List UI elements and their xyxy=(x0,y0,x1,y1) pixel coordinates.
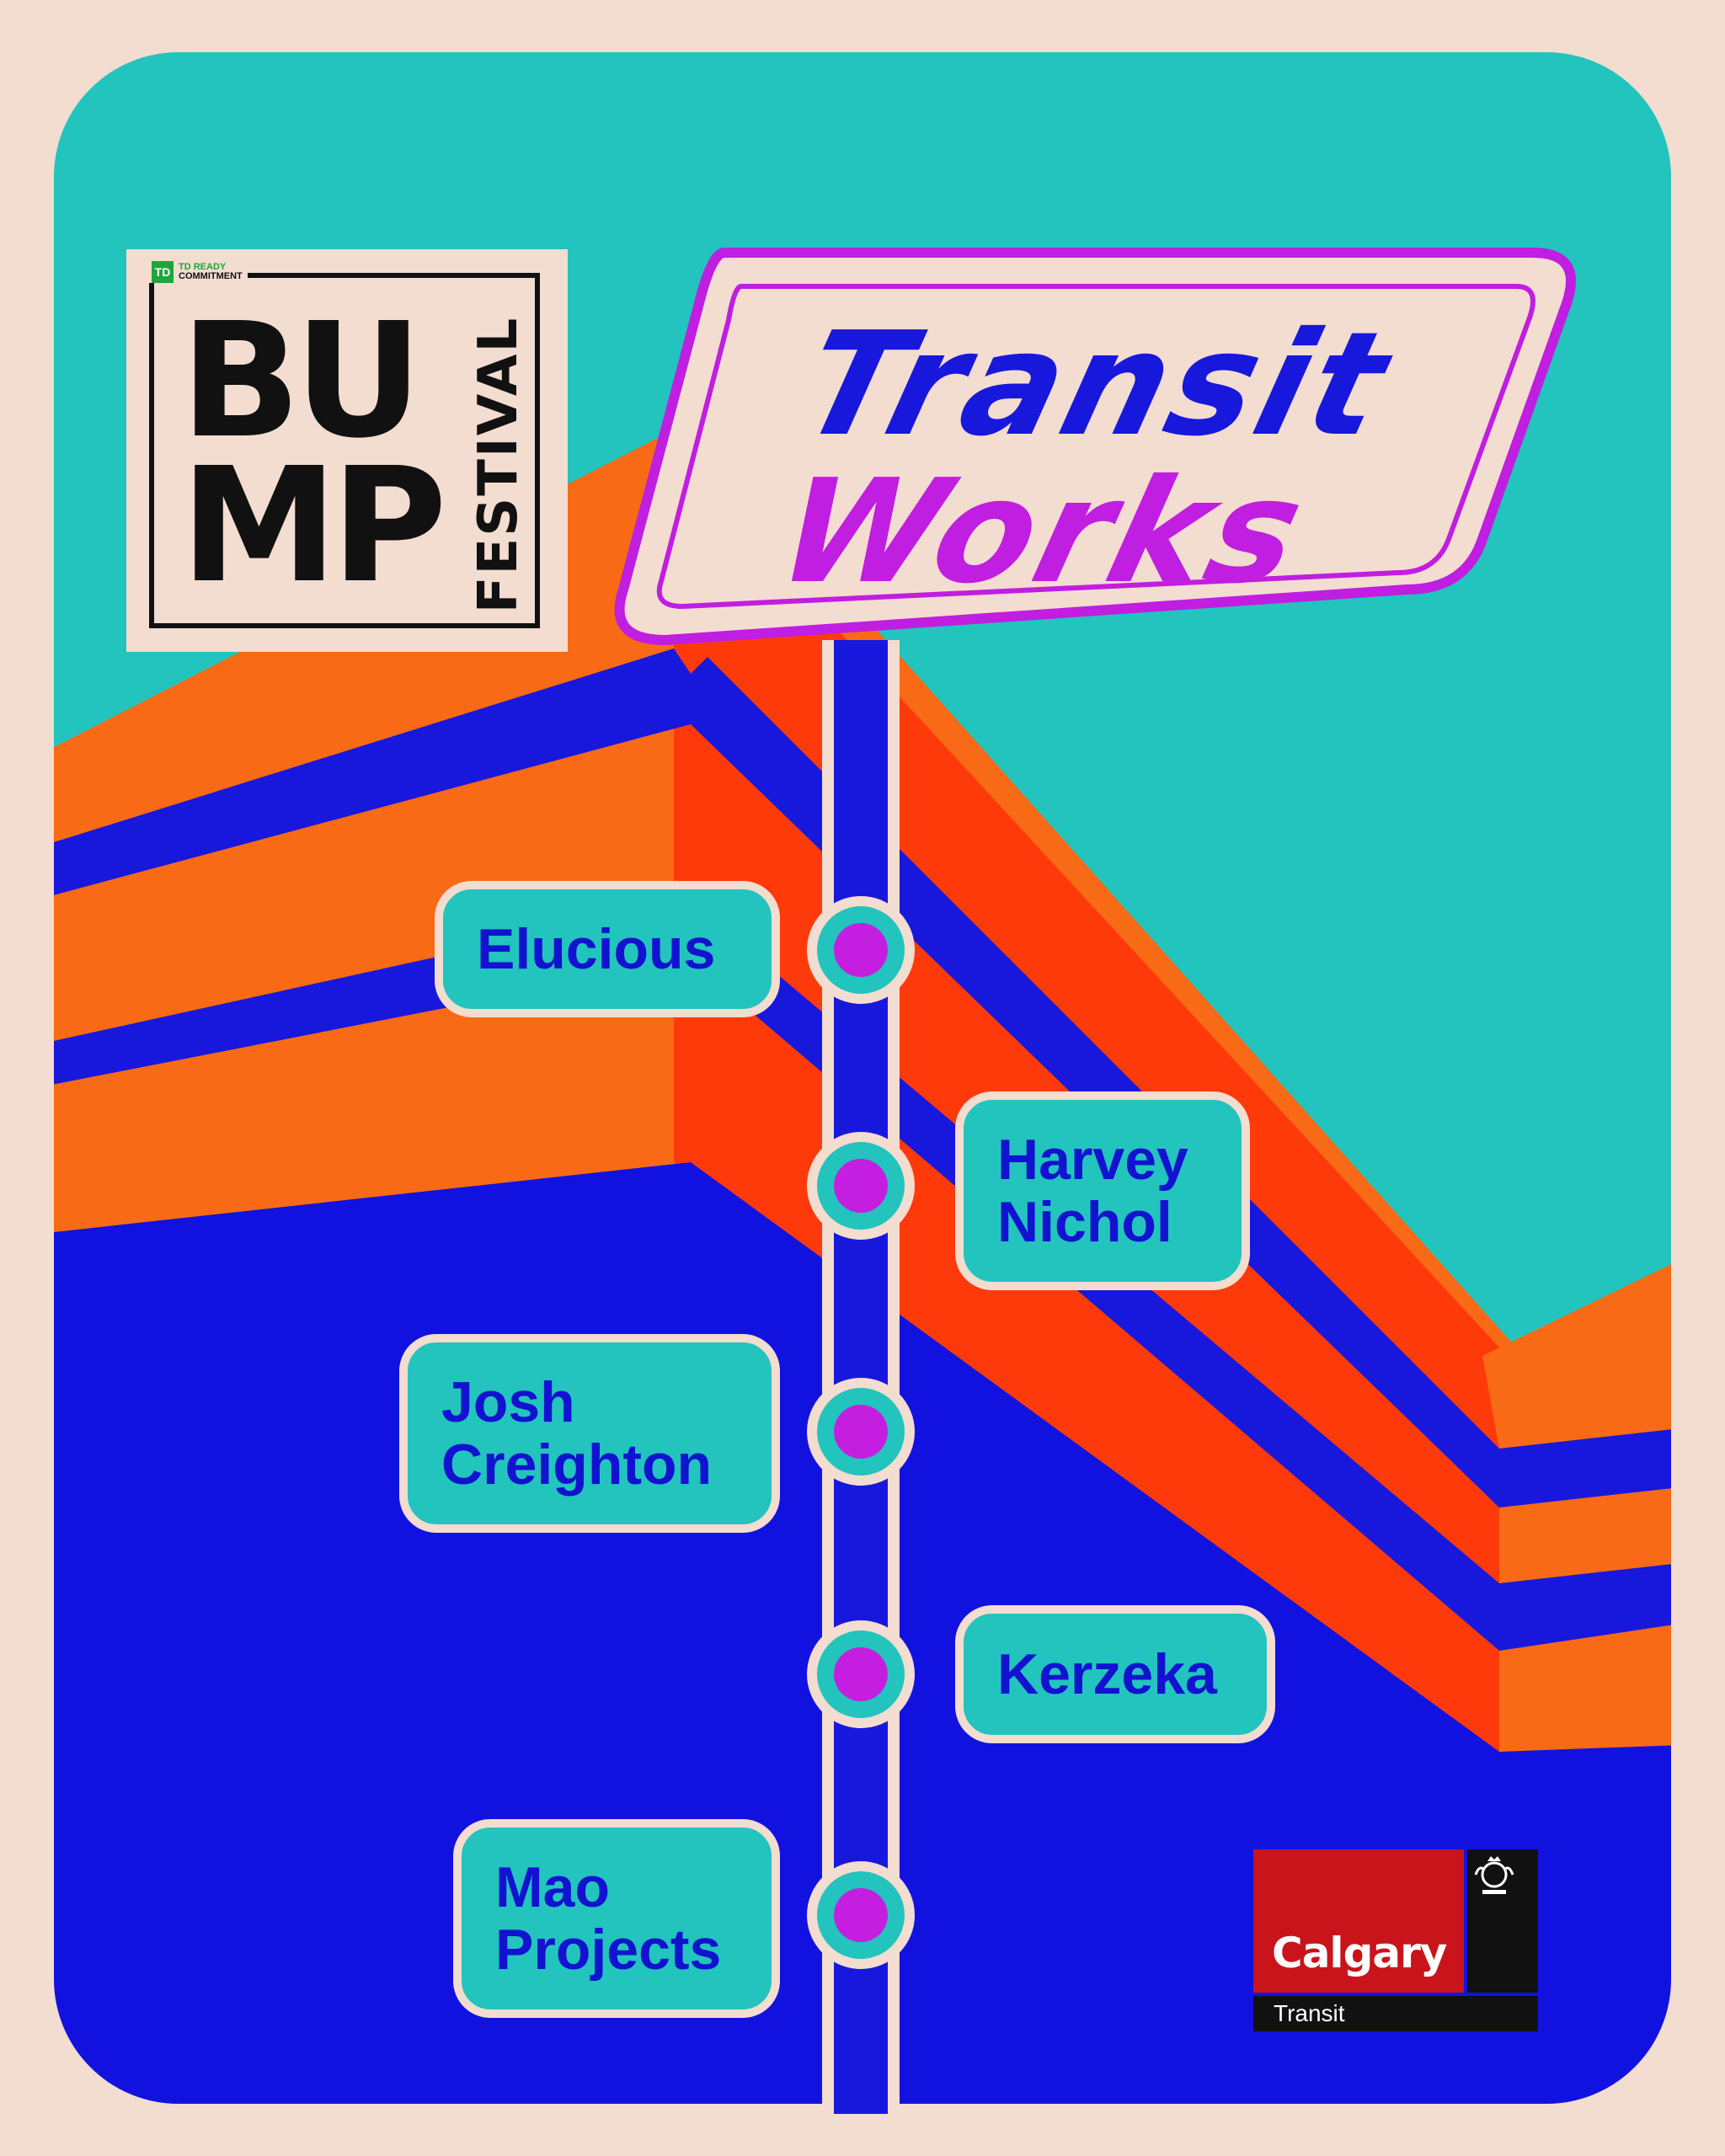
calgary-wordmark: Calgary xyxy=(1253,1849,1464,1993)
transit-sign xyxy=(614,248,1576,646)
blue-stripe-2 xyxy=(52,901,1673,1651)
stop-name: Elucious xyxy=(477,917,716,981)
td-ready-commitment: TD READY COMMITMENT xyxy=(179,263,243,281)
calgary-transit-logo: Calgary Transit xyxy=(1253,1849,1538,2031)
stop-name-line2: Creighton xyxy=(441,1433,713,1497)
stop-name-line1: Harvey xyxy=(997,1128,1188,1192)
calgary-transit-label: Transit xyxy=(1253,1996,1538,2031)
stop-name-line2: Projects xyxy=(495,1918,722,1982)
festival-text: FESTIVAL xyxy=(467,316,530,614)
festival-vertical: FESTIVAL xyxy=(457,313,541,616)
orange-band-upper-right xyxy=(1482,1238,1673,1449)
stop-name: Kerzeka xyxy=(997,1642,1217,1706)
stop-name-line1: Mao xyxy=(495,1855,610,1919)
bump-festival-logo: TD TD READY COMMITMENT BU MP FESTIVAL xyxy=(126,249,568,652)
stop-label-josh-creighton: Josh Creighton xyxy=(399,1334,780,1533)
blue-stripe-1 xyxy=(52,648,1673,1508)
stop-dot-1 xyxy=(807,896,915,1004)
city-crest-icon xyxy=(1467,1849,1538,1993)
stop-label-elucious: Elucious xyxy=(435,881,780,1017)
stop-dot-5 xyxy=(807,1861,915,1969)
td-badge: TD TD READY COMMITMENT xyxy=(147,261,248,283)
stop-dot-2 xyxy=(807,1132,915,1240)
stop-name-line2: Nichol xyxy=(997,1190,1172,1254)
td-line1: TD READY xyxy=(179,262,227,272)
bump-line1: BU xyxy=(180,289,423,473)
bump-line2: MP xyxy=(180,434,447,618)
td-icon: TD xyxy=(152,261,174,283)
stop-dot-3 xyxy=(807,1378,915,1486)
stop-name-line1: Josh xyxy=(441,1370,575,1434)
stop-label-mao-projects: Mao Projects xyxy=(453,1819,780,2018)
logo-frame xyxy=(149,273,540,628)
stop-label-kerzeka: Kerzeka xyxy=(955,1605,1275,1743)
td-line2: COMMITMENT xyxy=(179,271,243,281)
stop-label-harvey-nichol: Harvey Nichol xyxy=(955,1091,1250,1290)
stop-dot-4 xyxy=(807,1620,915,1728)
